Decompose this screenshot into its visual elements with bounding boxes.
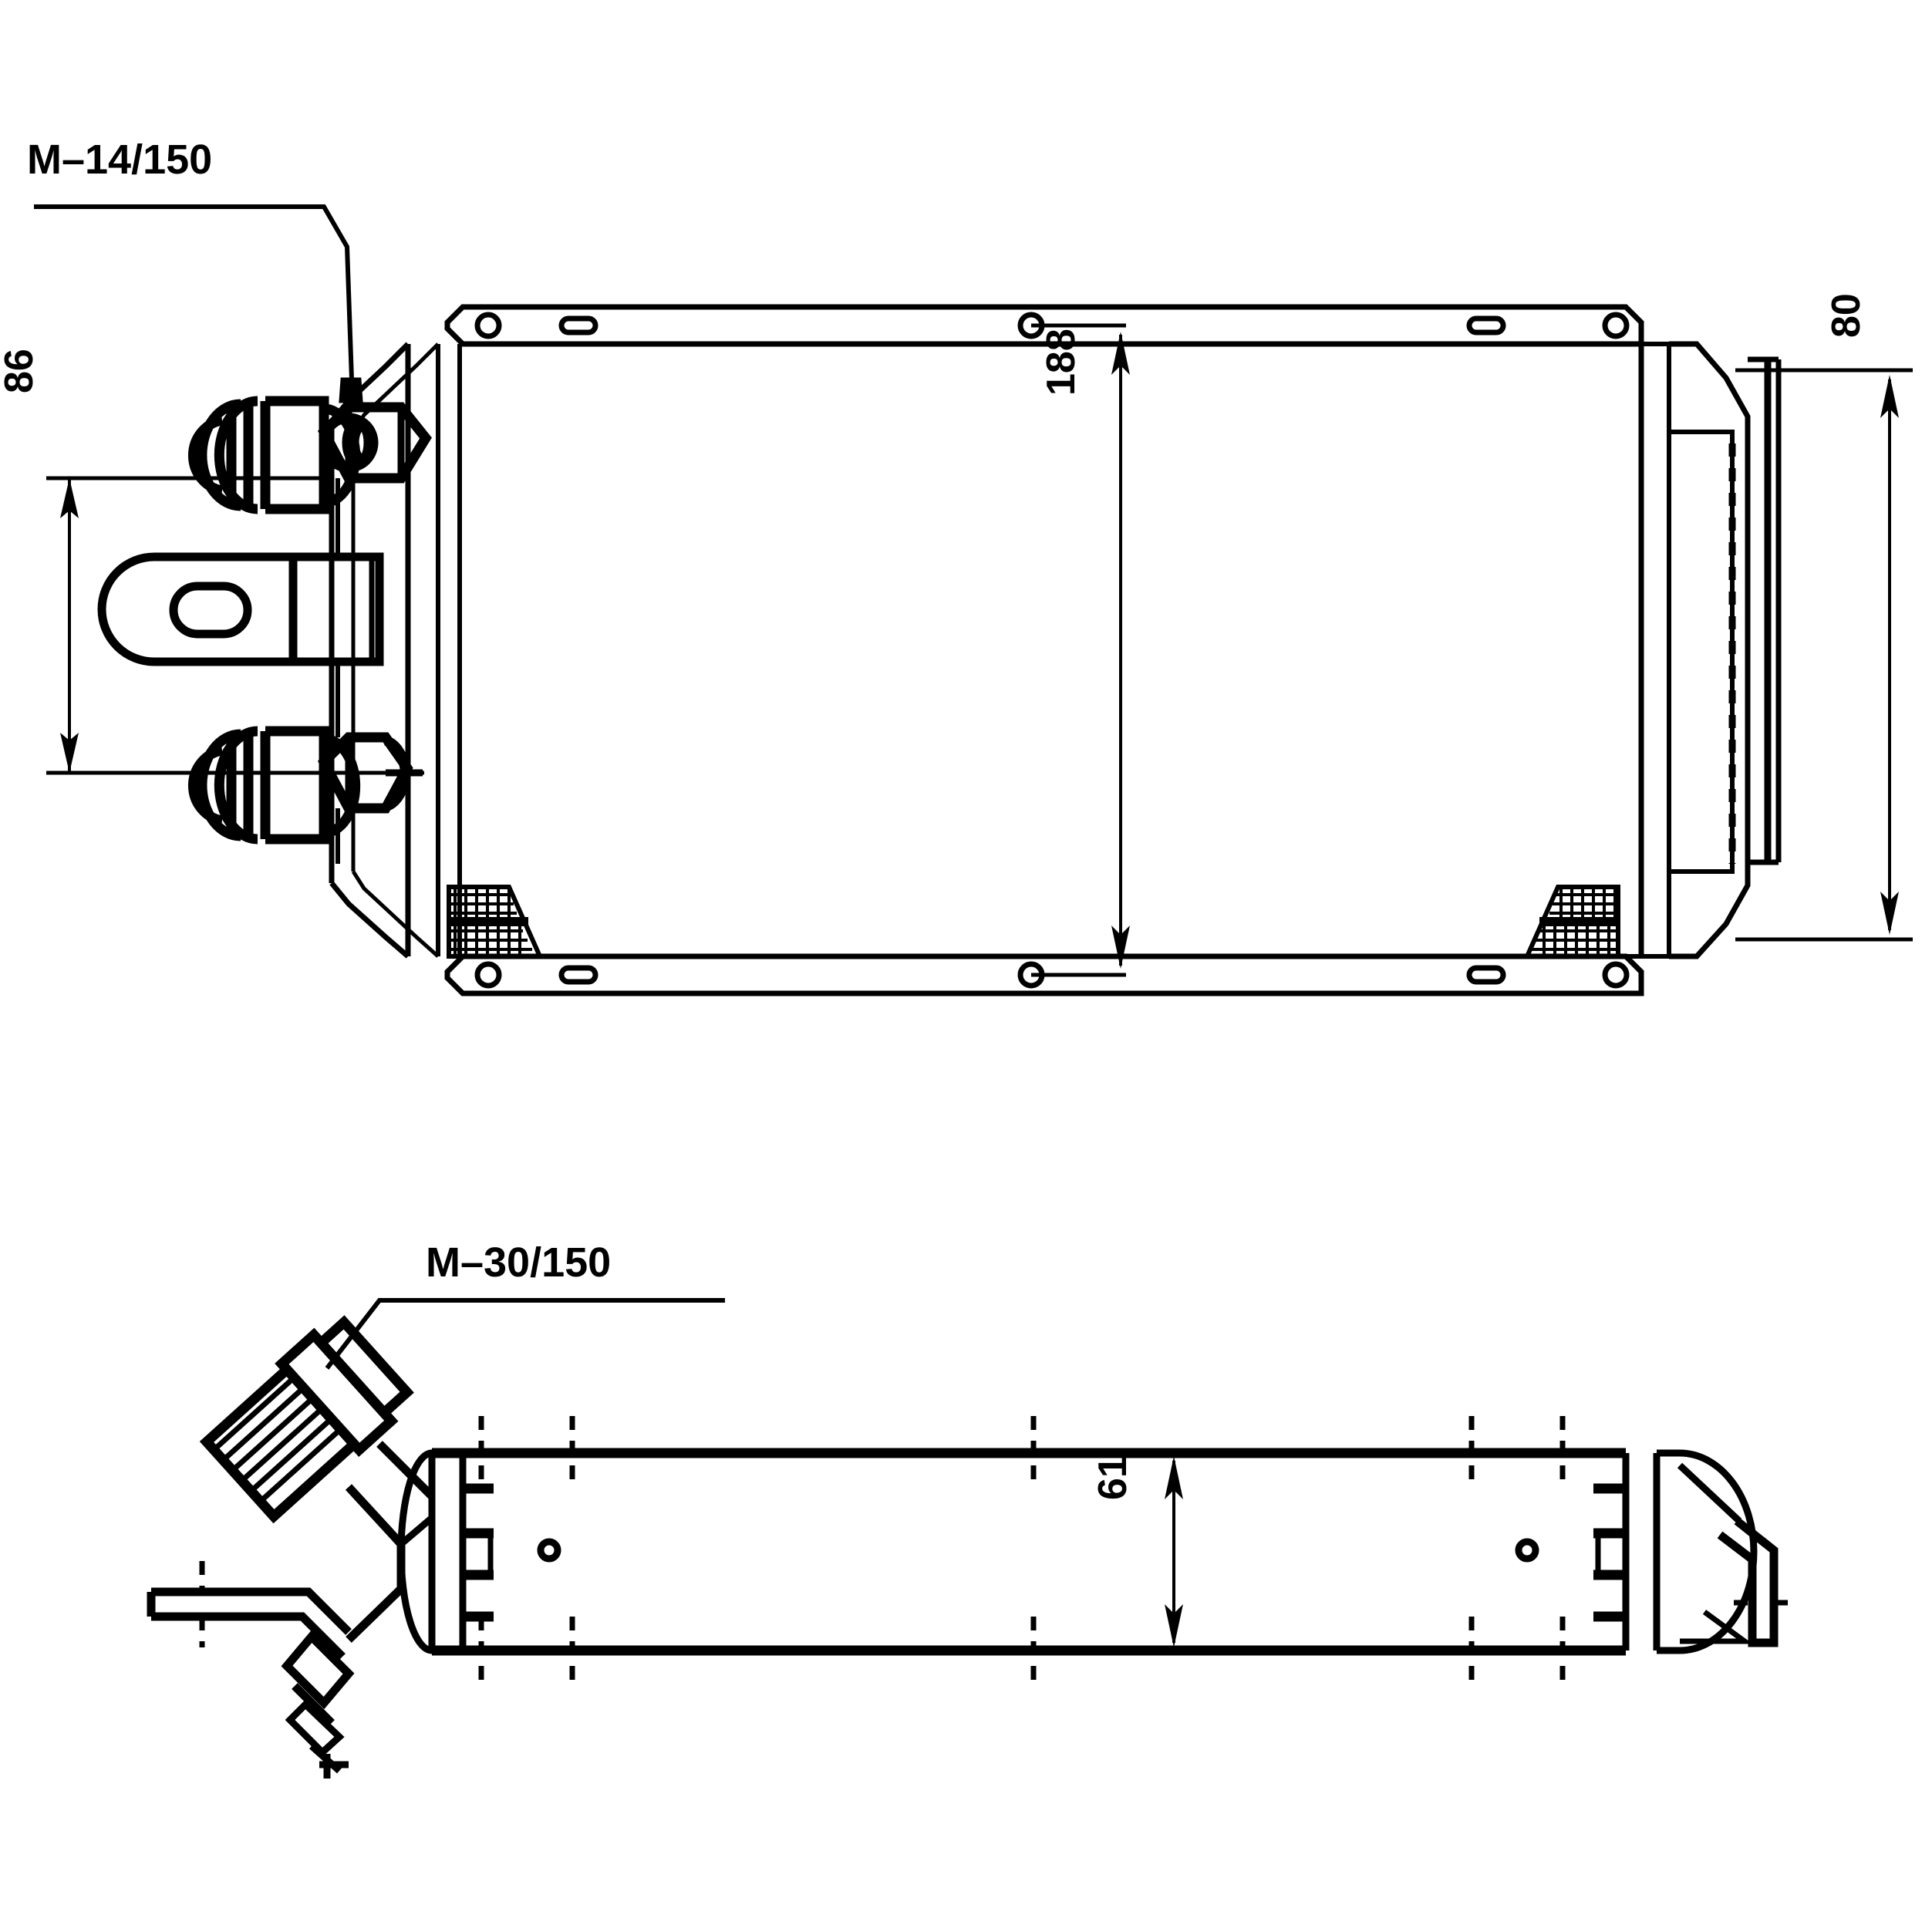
side-view-filler-assembly — [199, 1315, 435, 1779]
side-view-right-foot — [1717, 1517, 1779, 1647]
mounting-bracket — [97, 552, 384, 666]
dimension-86 — [46, 476, 424, 775]
lower-threaded-port — [187, 726, 423, 845]
side-view-left-fins — [463, 1483, 494, 1622]
dimension-188 — [1031, 323, 1130, 977]
dimension-80 — [1735, 368, 1913, 942]
label-dimension-80: 80 — [1824, 293, 1869, 338]
side-view-right-fins — [1593, 1483, 1626, 1622]
corner-gusset-bottom-right — [1523, 885, 1620, 959]
leader-m14 — [34, 204, 354, 380]
right-mounting-flange — [1748, 356, 1782, 865]
label-dimension-86: 86 — [0, 349, 42, 393]
bottom-mounting-rail — [444, 953, 1644, 996]
corner-gusset-bottom-left — [447, 885, 544, 959]
right-tank-profile — [1641, 341, 1751, 959]
radiator-core-body — [405, 342, 1671, 959]
upper-threaded-port — [187, 377, 432, 514]
label-dimension-188: 188 — [1039, 329, 1084, 396]
side-view-centre-ticks — [478, 1416, 1566, 1689]
label-thread-m14: M–14/150 — [27, 137, 212, 183]
dimension-61 — [1165, 1456, 1183, 1647]
side-view-bores — [537, 1538, 1539, 1563]
side-view-body — [397, 1448, 1758, 1656]
label-dimension-61: 61 — [1091, 1455, 1135, 1500]
leader-m30 — [325, 1298, 725, 1370]
label-thread-m30: M–30/150 — [426, 1239, 611, 1286]
